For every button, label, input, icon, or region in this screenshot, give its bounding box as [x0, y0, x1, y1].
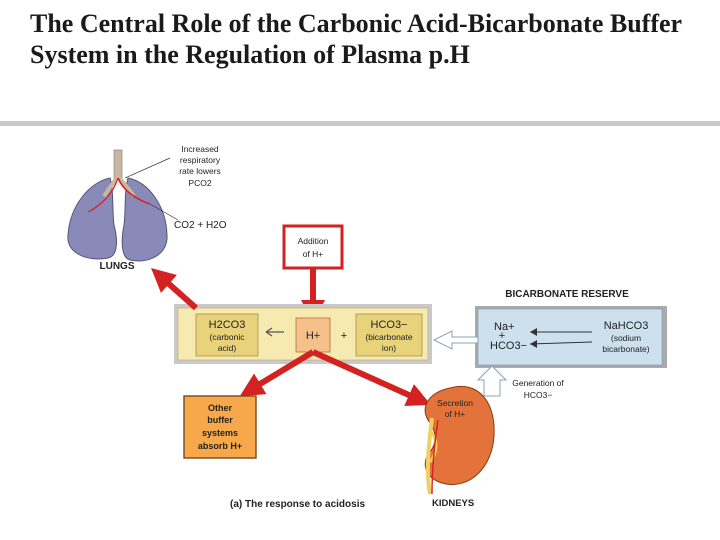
hydrogen-ion-box: [295, 317, 331, 353]
kidneys-label: KIDNEYS: [432, 498, 474, 509]
lung-note-line-4: PCO2: [188, 178, 211, 188]
slide-title: The Central Role of the Carbonic Acid-Bi…: [30, 9, 682, 69]
reserve-bicarbonate: HCO3−: [490, 340, 527, 352]
bicarbonate-reserve-panel: [477, 308, 663, 366]
other-buffers-line-4: absorb H+: [198, 441, 242, 451]
carbonic-acid-formula: H2CO3: [209, 319, 246, 331]
other-buffers-line-3: systems: [202, 428, 238, 438]
other-buffers-line-1: Other: [208, 403, 233, 413]
to-kidneys-arrow: [311, 349, 431, 407]
kidney-secretion-line-1: Secretion: [437, 398, 473, 408]
carbonic-acid-name-1: (carbonic: [210, 332, 246, 342]
figure-caption: (a) The response to acidosis: [230, 499, 365, 510]
sodium-bicarbonate-name-2: bicarbonate): [602, 344, 649, 354]
bicarbonate-box: [355, 313, 423, 357]
reserve-sodium: Na+: [494, 321, 515, 333]
hydrogen-ion-label: H+: [306, 330, 320, 342]
bicarbonate-name-2: ion): [382, 343, 396, 353]
addition-line-2: of H+: [303, 249, 324, 259]
carbonic-acid-name-2: acid): [218, 343, 237, 353]
lung-note-line-2: respiratory: [180, 155, 221, 165]
title-divider: [0, 121, 720, 126]
carbonic-acid-box: [195, 313, 259, 357]
lung-note-line-3: rate lowers: [179, 166, 221, 176]
generation-line-2: HCO3−: [524, 390, 553, 400]
lungs-illustration: [67, 149, 179, 262]
other-buffers-box: [183, 395, 257, 459]
sodium-bicarbonate-name-1: (sodium: [611, 333, 641, 343]
to-lungs-arrow: [151, 268, 198, 311]
addition-line-1: Addition: [298, 236, 329, 246]
bicarbonate-reserve-title: BICARBONATE RESERVE: [505, 289, 629, 300]
bicarbonate-formula: HCO3−: [371, 319, 408, 331]
bicarbonate-name-1: (bicarbonate: [365, 332, 413, 342]
generation-line-1: Generation of: [512, 378, 564, 388]
kidney-secretion-line-2: of H+: [445, 409, 466, 419]
other-buffers-line-2: buffer: [207, 415, 233, 425]
kidney-illustration: [424, 385, 495, 495]
sodium-bicarbonate-formula: NaHCO3: [604, 320, 649, 332]
reserve-arrow-hco3: [529, 341, 593, 345]
generation-arrow: [476, 365, 508, 397]
to-other-buffers-arrow: [239, 349, 315, 397]
lungs-label: LUNGS: [100, 261, 135, 272]
addition-box: [282, 224, 344, 270]
lung-note-leader: [124, 157, 171, 179]
reserve-to-buffer-arrow: [432, 330, 479, 350]
lung-gas-label: CO2 + H2O: [174, 220, 227, 231]
lung-note-line-1: Increased: [181, 144, 219, 154]
reserve-plus: +: [499, 330, 505, 342]
buffer-plus: +: [341, 330, 347, 342]
